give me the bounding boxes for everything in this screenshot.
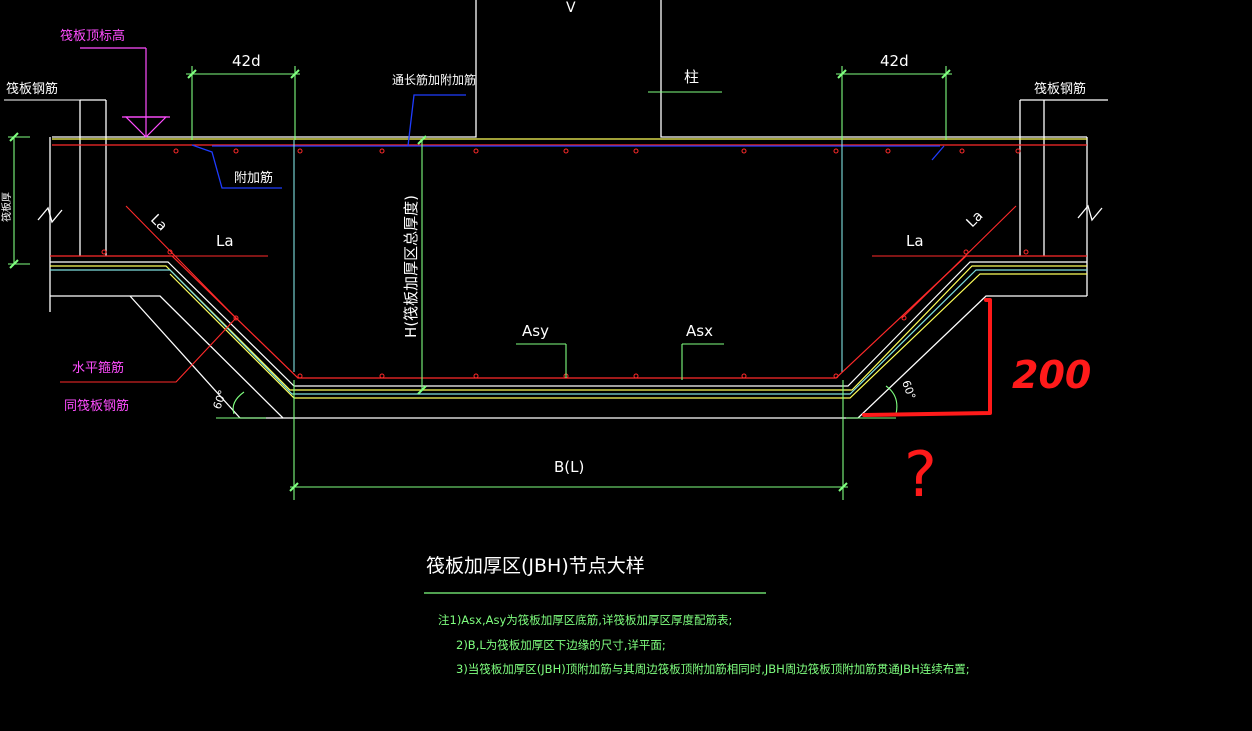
angle-left-label: 60° — [211, 388, 230, 411]
additional-rebar-label: 附加筋 — [234, 170, 273, 186]
horizontal-bar-label: 水平箍筋 — [72, 360, 124, 376]
through-add-rebar-label: 通长筋加附加筋 — [392, 72, 476, 87]
column-label: 柱 — [684, 68, 699, 86]
la-horiz-right: La — [906, 232, 924, 250]
raft-rebar-label-right: 筏板钢筋 — [1034, 81, 1086, 97]
dimension-ticks — [9, 69, 951, 492]
dimension-lines — [8, 66, 952, 500]
raft-rebar-label-left: 筏板钢筋 — [6, 81, 58, 97]
note-1: 注1)Asx,Asy为筏板加厚区底筋,详筏板加厚区厚度配筋表; — [438, 613, 732, 627]
same-raft-rebar-label: 同筏板钢筋 — [64, 398, 129, 414]
bottom-rebar-layers — [50, 255, 1087, 399]
annotation-question-mark: ? — [904, 438, 937, 511]
v-label: V — [566, 0, 576, 16]
anchorage-lines — [125, 205, 1017, 319]
asy-label: Asy — [522, 322, 549, 340]
dim-42d-right: 42d — [880, 52, 909, 70]
total-thickness-label: H(筏板加厚区总厚度) — [402, 195, 420, 338]
la-diag-right: La — [964, 208, 987, 231]
raft-top-elevation-label: 筏板顶标高 — [60, 28, 125, 44]
raft-outline — [37, 99, 1108, 419]
annotation-200: 200 — [1012, 353, 1091, 397]
asx-label: Asx — [686, 322, 713, 340]
callout-leaders — [60, 317, 237, 383]
column-outline — [52, 0, 1087, 138]
la-horiz-left: La — [216, 232, 234, 250]
hand-annotation — [862, 298, 992, 417]
additional-top-rebar — [191, 94, 945, 189]
angle-right-label: 60° — [899, 379, 918, 402]
left-thickness-label: 筏板厚 — [0, 192, 13, 222]
detail-title: 筏板加厚区(JBH)节点大样 — [426, 555, 645, 577]
width-dimension-label: B(L) — [554, 458, 584, 476]
rebar-dots — [101, 148, 1029, 379]
dim-42d-left: 42d — [232, 52, 261, 70]
zone-edge-lines — [293, 140, 843, 372]
elevation-symbol — [80, 47, 170, 138]
note-2: 2)B,L为筏板加厚区下边缘的尺寸,详平面; — [456, 638, 666, 652]
note-3: 3)当筏板加厚区(JBH)顶附加筋与其周边筏板顶附加筋相同时,JBH周边筏板顶附… — [456, 662, 970, 676]
